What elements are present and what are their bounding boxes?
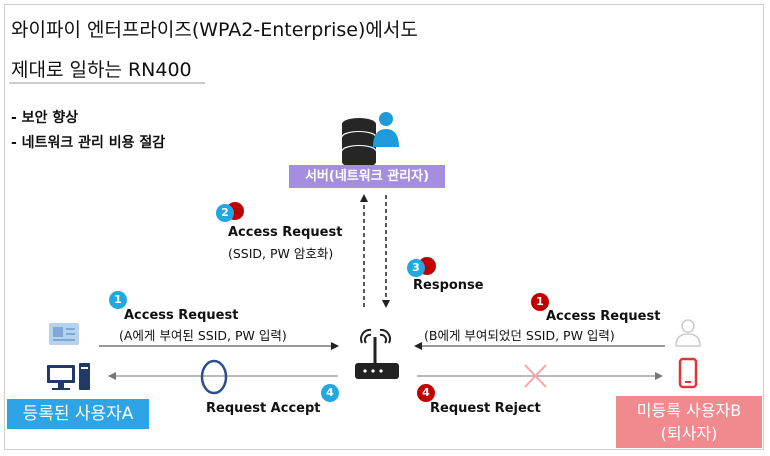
step3-badge: 3 bbox=[407, 259, 425, 277]
right-step1-badge: 1 bbox=[531, 293, 549, 311]
diagram-frame: 와이파이 엔터프라이즈(WPA2-Enterprise)에서도 제대로 일하는 … bbox=[4, 4, 764, 450]
step2-badge: 2 bbox=[216, 204, 234, 222]
right-step4-title: Request Reject bbox=[430, 401, 541, 416]
user-outline-icon bbox=[675, 319, 701, 347]
person-icon bbox=[373, 112, 399, 147]
smartphone-icon bbox=[678, 357, 698, 389]
left-step4-badge: 4 bbox=[321, 384, 339, 402]
user-b-label-line-1: 미등록 사용자B bbox=[636, 401, 742, 420]
title-line-1: 와이파이 엔터프라이즈(WPA2-Enterprise)에서도 bbox=[11, 19, 418, 41]
user-b-label-line-2: (퇴사자) bbox=[660, 424, 718, 443]
id-card-icon bbox=[49, 323, 79, 345]
wifi-router-icon bbox=[355, 328, 399, 379]
desktop-computer-icon bbox=[47, 363, 90, 390]
user-a-label: 등록된 사용자A bbox=[7, 399, 149, 429]
circle-accept-icon bbox=[200, 359, 228, 395]
right-step1-title: Access Request bbox=[546, 309, 661, 324]
right-step1-subtitle: (B에게 부여되었던 SSID, PW 입력) bbox=[424, 328, 615, 343]
diagram-graphics bbox=[9, 82, 701, 395]
left-step1-title: Access Request bbox=[124, 308, 239, 323]
step2-subtitle: (SSID, PW 암호화) bbox=[228, 246, 334, 261]
step2-title: Access Request bbox=[228, 225, 343, 240]
left-step1-subtitle: (A에게 부여된 SSID, PW 입력) bbox=[119, 328, 287, 343]
title-line-2: 제대로 일하는 RN400 bbox=[11, 59, 192, 81]
left-step1-badge: 1 bbox=[109, 291, 127, 309]
bullet-2: - 네트워크 관리 비용 절감 bbox=[11, 135, 166, 151]
step3-title: Response bbox=[413, 278, 484, 293]
user-b-label: 미등록 사용자B (퇴사자) bbox=[616, 396, 762, 448]
right-step4-badge: 4 bbox=[417, 384, 435, 402]
bullet-1: - 보안 향상 bbox=[11, 110, 79, 126]
left-step4-title: Request Accept bbox=[206, 401, 321, 416]
database-server-icon bbox=[342, 118, 376, 168]
x-reject-icon bbox=[524, 364, 547, 388]
server-label: 서버(네트워크 관리자) bbox=[289, 165, 445, 188]
